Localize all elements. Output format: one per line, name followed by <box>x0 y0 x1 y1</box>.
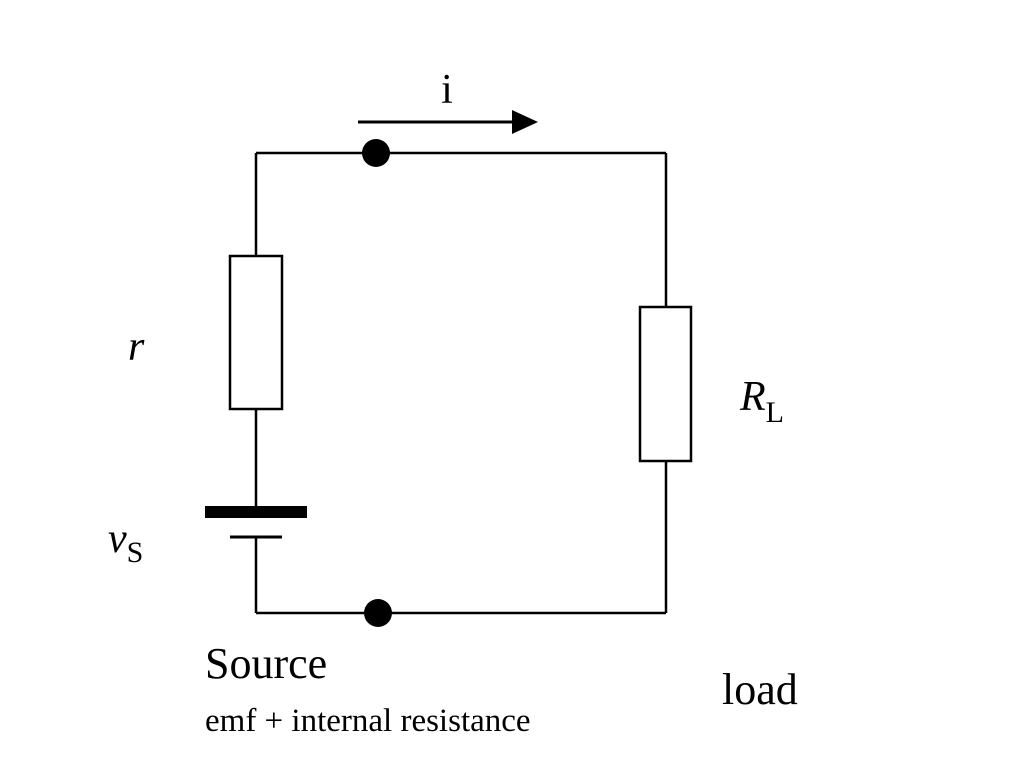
internal-resistor-label: r <box>128 324 145 370</box>
load-resistor <box>638 305 693 463</box>
load-resistor-symbol: R <box>739 374 766 420</box>
load-resistor-label: RL <box>739 374 784 429</box>
battery-symbol <box>205 506 307 539</box>
load-title: load <box>722 665 798 714</box>
emf-subscript: S <box>127 536 144 569</box>
bottom-terminal-node <box>364 599 392 627</box>
current-label: i <box>441 67 453 113</box>
emf-symbol: v <box>108 516 127 562</box>
current-arrow <box>358 110 538 134</box>
emf-label: vS <box>108 516 143 569</box>
source-title: Source <box>205 639 327 688</box>
circuit-wires <box>254 151 668 615</box>
load-resistor-subscript: L <box>766 396 784 429</box>
top-terminal-node <box>362 139 390 167</box>
source-subtitle: emf + internal resistance <box>205 703 531 739</box>
internal-resistor <box>228 254 284 411</box>
